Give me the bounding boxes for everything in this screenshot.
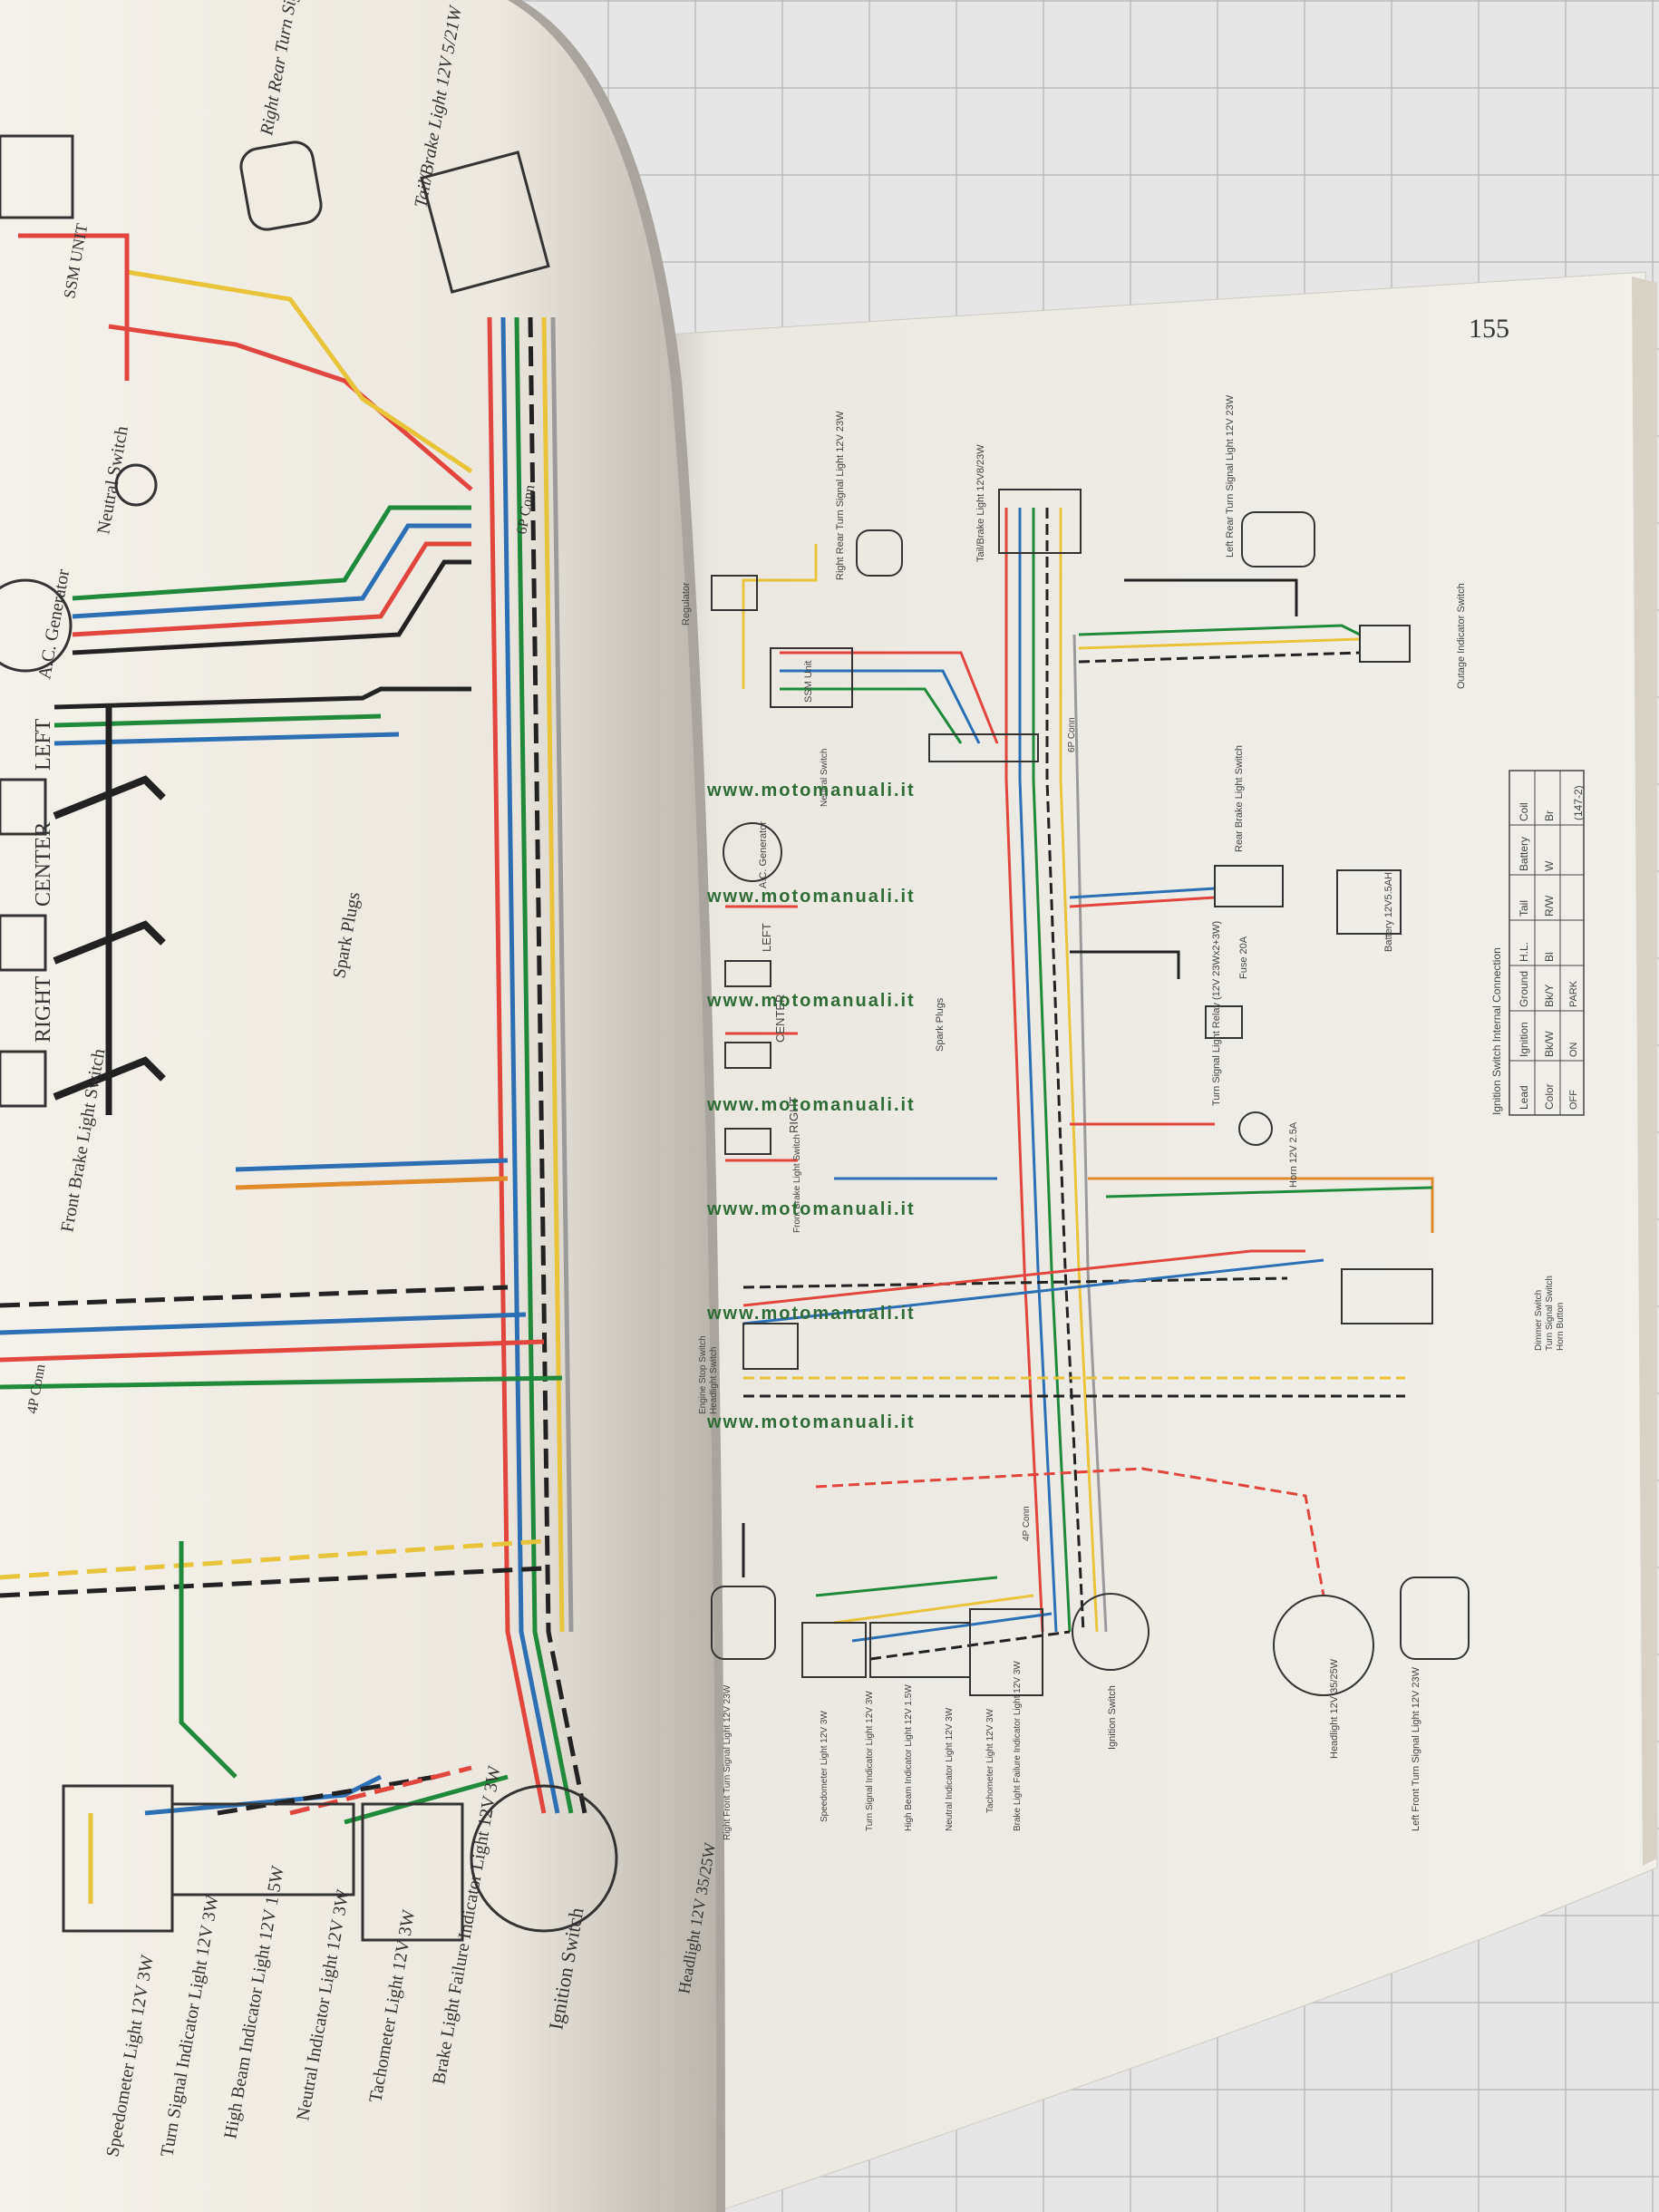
label-right-headlight: Headlight 12V 35/25W xyxy=(1329,1658,1340,1759)
label-right-ssm-unit: SSM Unit xyxy=(803,661,814,703)
label-right-battery: Battery 12V5.5AH xyxy=(1383,872,1394,952)
right-rear-turn-light xyxy=(856,529,903,577)
label-left-right: RIGHT xyxy=(32,975,55,1043)
label-right-left-rear-turn: Left Rear Turn Signal Light 12V 23W xyxy=(1225,394,1236,558)
ign-table-h0: Lead xyxy=(1518,1085,1530,1110)
right-book-page xyxy=(652,271,1658,2212)
label-right-ac-generator: A.C. Generator xyxy=(758,821,769,888)
ign-table-h3: H.L. xyxy=(1518,942,1530,962)
label-right-6p-conn: 6P Conn xyxy=(1067,717,1077,752)
label-right-horn-button: Horn Button xyxy=(1556,1303,1566,1351)
horn-icon xyxy=(1238,1111,1273,1146)
ign-table-h5: Battery xyxy=(1518,837,1530,871)
right-components xyxy=(711,489,1470,1696)
label-right-turn-relay: Turn Signal Light Relay (12V 23Wx2+3W) xyxy=(1211,921,1222,1106)
ign-table-c4: R/W xyxy=(1543,895,1556,917)
label-right-regulator: Regulator xyxy=(681,582,692,626)
label-right-right: RIGHT xyxy=(787,1097,800,1134)
label-right-headlight-switch: Headlight Switch xyxy=(709,1347,719,1414)
left-rear-turn-light xyxy=(1241,511,1315,568)
label-right-turn-indicator: Turn Signal Indicator Light 12V 3W xyxy=(865,1691,875,1831)
label-right-brake-failure: Brake Light Failure Indicator Light 12V … xyxy=(1013,1661,1023,1831)
label-right-dimmer: Dimmer Switch xyxy=(1534,1290,1544,1351)
right-labels: Regulator Right Rear Turn Signal Light 1… xyxy=(681,394,1585,1840)
ign-table-r0: OFF xyxy=(1568,1090,1579,1110)
engine-stop-switch-box xyxy=(742,1323,799,1370)
label-right-turn-switch: Turn Signal Switch xyxy=(1545,1276,1555,1351)
ignition-switch-right xyxy=(1072,1593,1150,1671)
label-right-fuse: Fuse 20A xyxy=(1238,936,1249,979)
ign-table-h1: Ignition xyxy=(1518,1022,1530,1057)
watermark-2: www.motomanuali.it xyxy=(706,887,916,907)
label-right-speedometer: Speedometer Light 12V 3W xyxy=(820,1711,830,1822)
label-right-ignition-switch: Ignition Switch xyxy=(1107,1685,1118,1750)
label-right-engine-stop: Engine Stop Switch xyxy=(698,1335,708,1414)
ign-table-c5: W xyxy=(1543,860,1556,871)
left-wiring-diagram xyxy=(0,233,587,1904)
ign-table-h4: Tail xyxy=(1518,900,1530,917)
outage-switch xyxy=(1359,625,1411,663)
ign-table-caption: Ignition Switch Internal Connection xyxy=(1490,947,1503,1115)
ign-table-c2: Bk/Y xyxy=(1543,985,1556,1007)
label-right-center: CENTER xyxy=(773,994,787,1043)
right-wiring-diagram xyxy=(725,508,1434,1661)
ignition-switch-left xyxy=(470,1784,618,1933)
watermark-4: www.motomanuali.it xyxy=(706,1095,916,1115)
ign-table-c1: Bk/W xyxy=(1543,1031,1556,1057)
label-left-center: CENTER xyxy=(32,822,55,907)
label-right-spark-plugs: Spark Plugs xyxy=(935,997,946,1052)
label-right-left: LEFT xyxy=(760,923,773,952)
label-right-right-front-turn: Right Front Turn Signal Light 12V 23W xyxy=(723,1684,732,1840)
ign-table-r2: PARK xyxy=(1568,980,1579,1007)
label-right-high-beam: High Beam Indicator Light 12V 1.5W xyxy=(904,1684,914,1831)
right-page-edges xyxy=(1632,276,1657,1866)
battery-box xyxy=(1336,869,1402,935)
ac-generator-left xyxy=(0,578,73,673)
turn-relay-box xyxy=(1205,1005,1243,1039)
regulator-box xyxy=(711,575,758,611)
left-front-turn-light xyxy=(1400,1577,1470,1660)
watermark-3: www.motomanuali.it xyxy=(706,991,916,1011)
label-right-neutral-indicator: Neutral Indicator Light 12V 3W xyxy=(945,1707,955,1831)
ignition-switch-table: Ignition Switch Internal Connection Lead… xyxy=(1490,770,1585,1116)
label-right-neutral-switch: Neutral Switch xyxy=(820,749,830,807)
label-right-left-front-turn: Left Front Turn Signal Light 12V 23W xyxy=(1411,1666,1421,1831)
ign-table-c6: Br xyxy=(1543,810,1556,821)
watermark-6: www.motomanuali.it xyxy=(706,1304,916,1324)
label-right-tail-brake: Tail/Brake Light 12V8/23W xyxy=(975,444,986,562)
headlight-right xyxy=(1273,1595,1374,1696)
watermark-1: www.motomanuali.it xyxy=(706,781,916,800)
left-components xyxy=(0,134,618,1942)
label-right-4p-conn: 4P Conn xyxy=(1022,1506,1032,1541)
label-right-rear-brake-switch: Rear Brake Light Switch xyxy=(1234,745,1245,852)
label-right-tachometer: Tachometer Light 12V 3W xyxy=(985,1708,995,1813)
label-right-diagram-ref: (147-2) xyxy=(1572,785,1585,820)
ac-generator-right xyxy=(723,822,782,882)
ign-table-c3: Bl xyxy=(1543,952,1556,962)
label-right-right-rear-turn: Right Rear Turn Signal Light 12V 23W xyxy=(835,411,846,580)
dimmer-switch-group xyxy=(1341,1268,1433,1324)
meter-housing-right xyxy=(801,1622,867,1678)
watermark-7: www.motomanuali.it xyxy=(706,1412,916,1432)
rear-brake-switch xyxy=(1214,865,1284,907)
ign-table-c0: Color xyxy=(1543,1083,1556,1110)
ign-table-r1: ON xyxy=(1568,1042,1579,1057)
ign-table-h6: Coil xyxy=(1518,802,1530,821)
label-right-outage-switch: Outage Indicator Switch xyxy=(1456,583,1467,689)
page-number: 155 xyxy=(1469,314,1509,344)
label-left-left: LEFT xyxy=(32,718,55,771)
right-front-turn-light xyxy=(711,1586,776,1660)
ssm-unit-box xyxy=(770,647,853,708)
label-right-front-brake: Front Brake Light Switch xyxy=(792,1134,802,1233)
ign-table-h2: Ground xyxy=(1518,971,1530,1007)
watermark-5: www.motomanuali.it xyxy=(706,1199,916,1219)
watermarks: www.motomanuali.it www.motomanuali.it ww… xyxy=(706,781,916,1432)
tail-brake-light xyxy=(998,489,1082,554)
label-right-horn: Horn 12V 2.5A xyxy=(1288,1121,1299,1188)
